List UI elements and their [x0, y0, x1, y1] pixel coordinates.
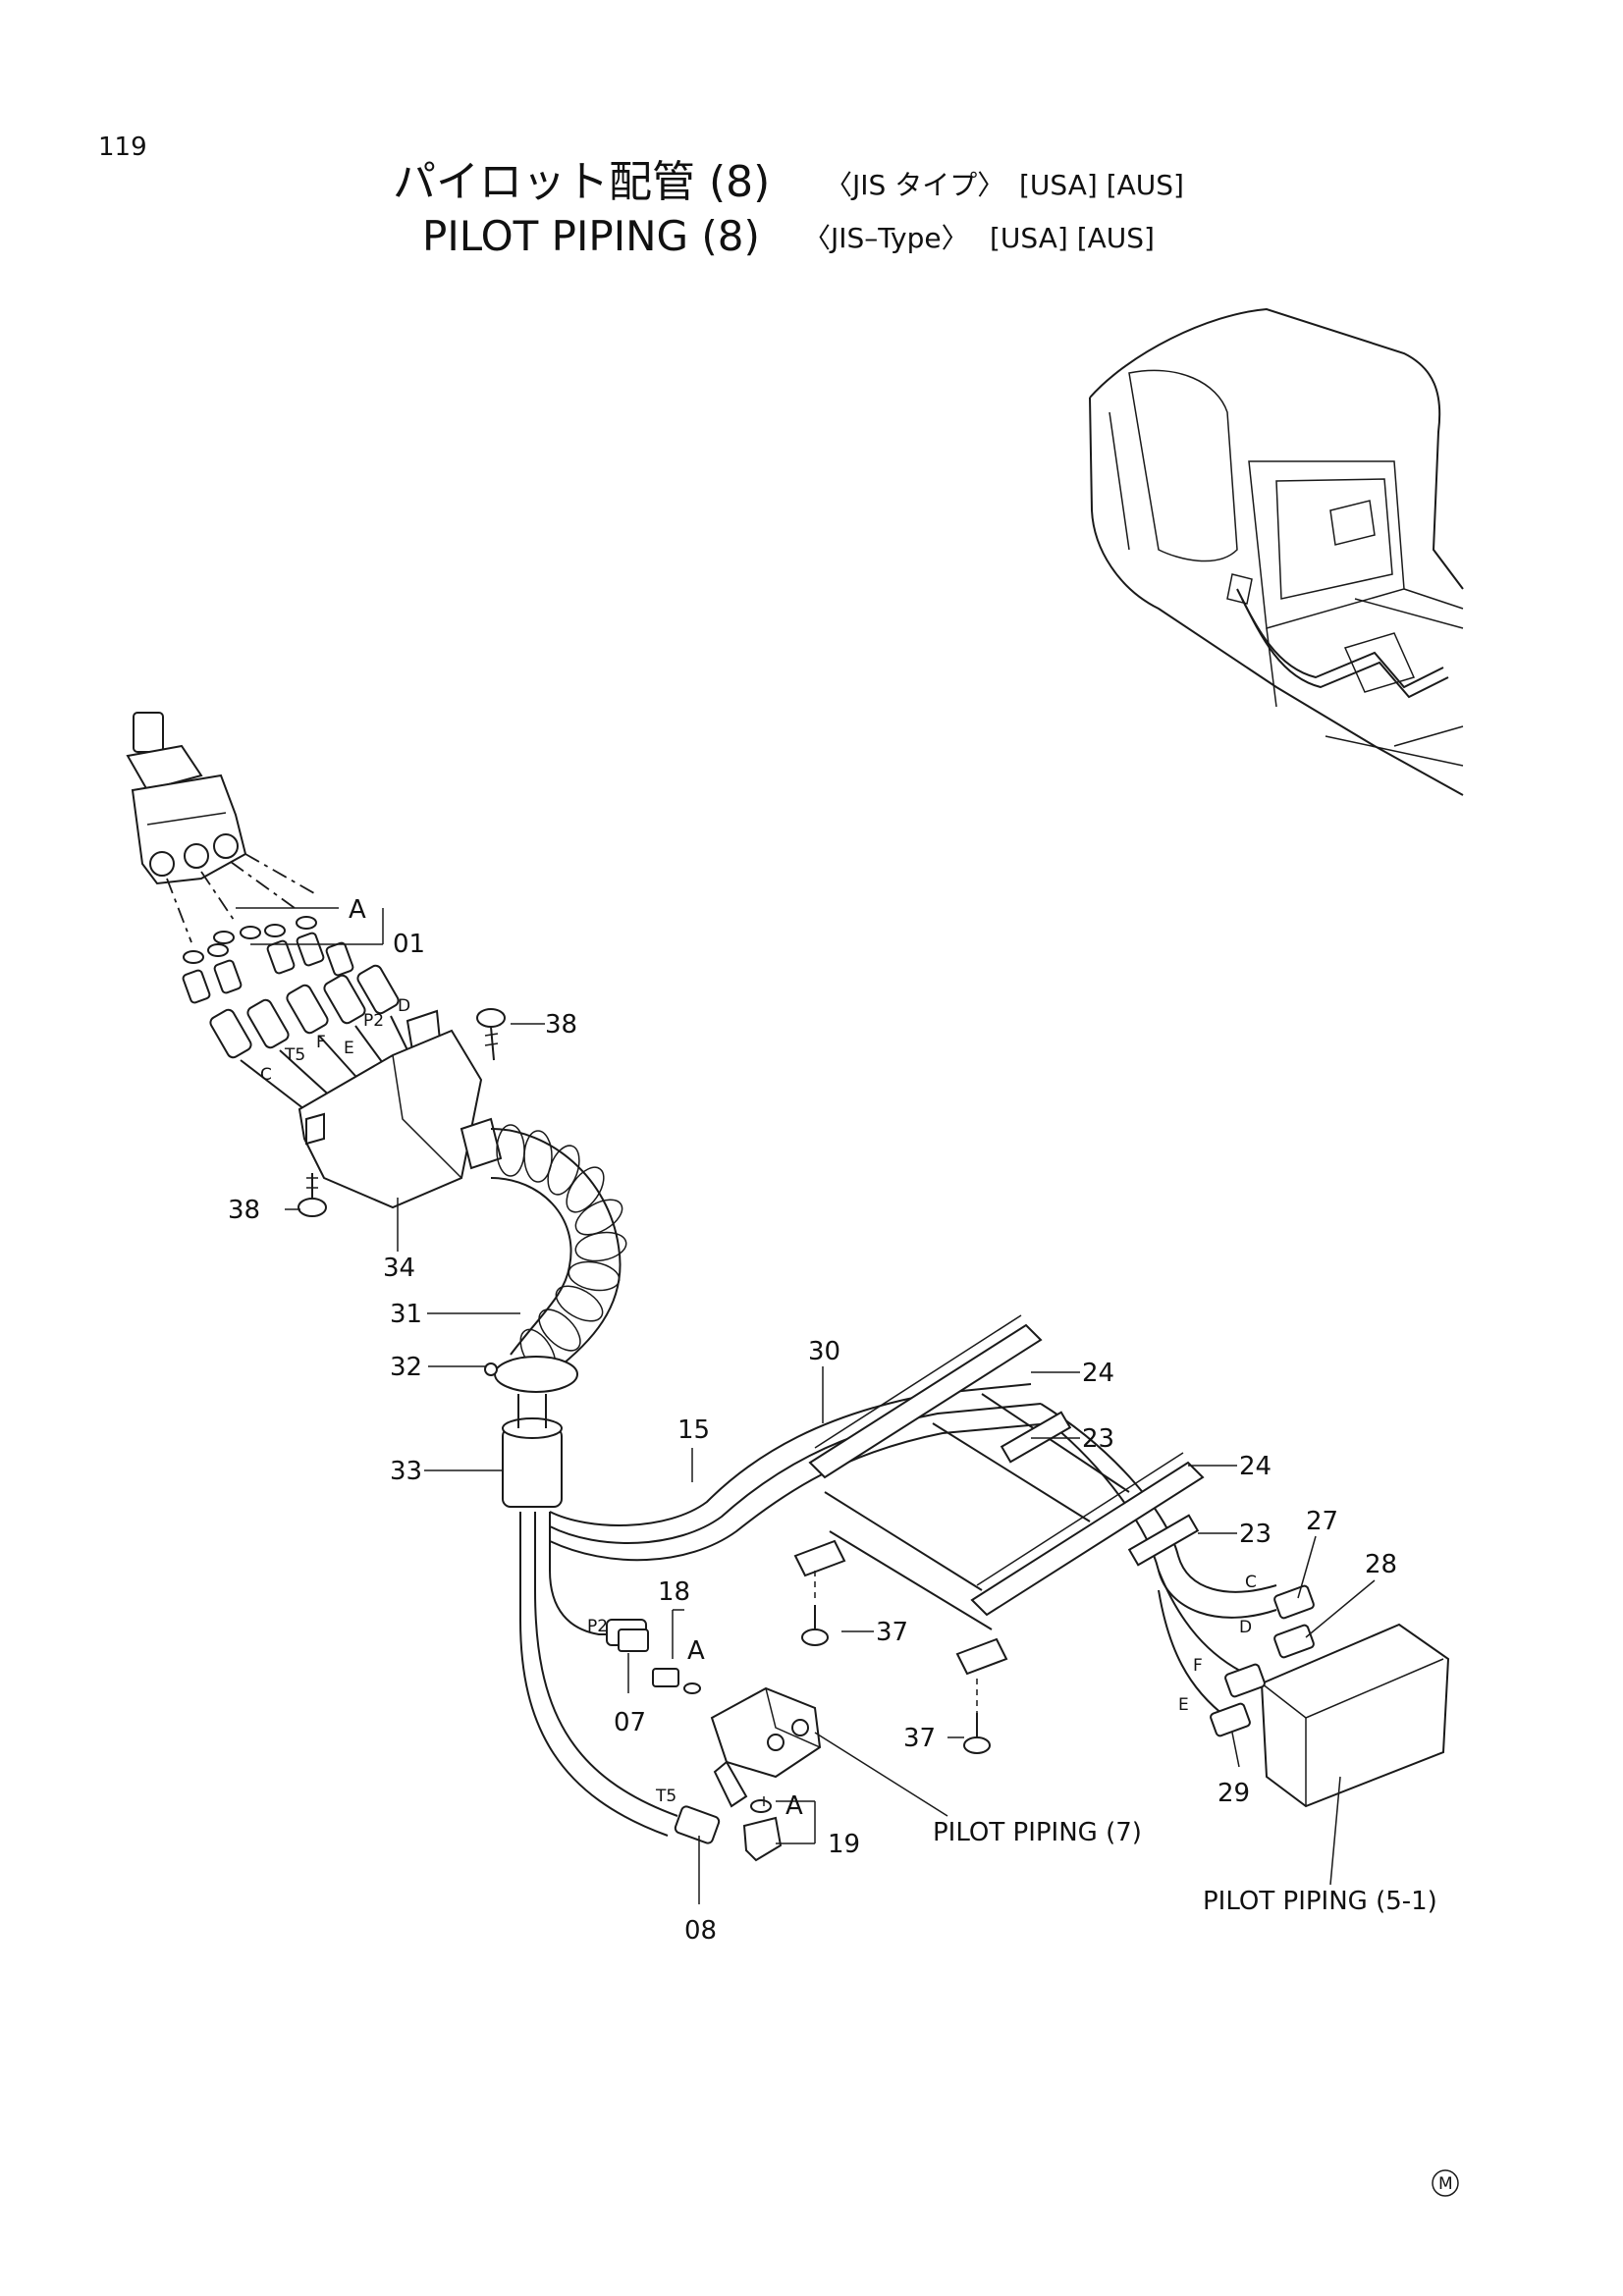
callout-07: 07 — [614, 1708, 646, 1737]
leader-lines — [236, 907, 1376, 1904]
elbow-19 — [742, 1799, 783, 1862]
callout-18: 18 — [658, 1577, 690, 1607]
svg-text:D: D — [1239, 1618, 1252, 1637]
callout-27: 27 — [1306, 1507, 1338, 1536]
fitting-29-e — [1210, 1702, 1251, 1737]
pilot-valve-assembly — [126, 712, 315, 943]
callout-23-lower: 23 — [1239, 1520, 1271, 1549]
callout-31: 31 — [390, 1300, 422, 1329]
callout-29: 29 — [1217, 1779, 1250, 1808]
svg-text:C: C — [1245, 1573, 1257, 1592]
svg-text:P2: P2 — [363, 1011, 384, 1031]
svg-text:F: F — [1193, 1656, 1203, 1676]
reference-pilot-piping-5-1: PILOT PIPING (5-1) — [1203, 1887, 1437, 1916]
bolt-38-lower — [298, 1173, 327, 1217]
bolt-37-lower — [963, 1679, 991, 1754]
callout-24-lower: 24 — [1239, 1452, 1271, 1481]
callout-32: 32 — [390, 1353, 422, 1382]
callout-19: 19 — [828, 1830, 860, 1859]
fitting-08 — [674, 1805, 721, 1844]
callout-30: 30 — [808, 1337, 840, 1366]
callout-01: 01 — [393, 930, 425, 959]
svg-text:パイロット配管 (8): パイロット配管 (8) — [393, 157, 770, 207]
svg-text:〈JIS–Type〉: 〈JIS–Type〉 — [803, 222, 969, 254]
svg-text:E: E — [1178, 1695, 1189, 1715]
cab-overview-illustration — [1089, 307, 1464, 796]
valve-box-5-1 — [1260, 1623, 1450, 1808]
callout-28: 28 — [1365, 1550, 1397, 1579]
bracket-34 — [298, 1029, 483, 1209]
footer-mark: M — [1432, 2169, 1459, 2197]
fitting-27 — [1273, 1584, 1315, 1620]
title-english: PILOT PIPING (8) 〈JIS–Type〉 [USA] [AUS] — [422, 212, 1155, 260]
callout-24-upper: 24 — [1082, 1359, 1114, 1388]
page-number: 119 — [98, 133, 147, 162]
frame-assembly — [793, 1314, 1205, 1676]
callout-15: 15 — [677, 1415, 710, 1445]
svg-text:[USA] [AUS]: [USA] [AUS] — [990, 222, 1155, 254]
svg-text:T5: T5 — [655, 1787, 676, 1806]
clamp-32 — [484, 1356, 578, 1393]
svg-text:M: M — [1438, 2174, 1453, 2194]
svg-text:D: D — [398, 996, 410, 1016]
detail-refs: A A A — [349, 895, 803, 1821]
title-japanese: パイロット配管 (8) 〈JIS タイプ〉 [USA] [AUS] — [393, 157, 1184, 207]
fitting-29-f — [1224, 1663, 1266, 1698]
svg-text:F: F — [316, 1033, 326, 1052]
callout-23-upper: 23 — [1082, 1424, 1114, 1454]
lower-hoses — [519, 1512, 678, 1837]
svg-text:C: C — [260, 1065, 272, 1085]
detail-ref-a-top: A — [349, 895, 366, 925]
svg-text:T5: T5 — [284, 1045, 305, 1065]
callout-38-upper: 38 — [545, 1010, 577, 1040]
svg-text:P2: P2 — [587, 1617, 608, 1636]
callout-labels: 01 38 38 34 31 32 33 30 15 24 23 24 23 2… — [228, 930, 1397, 1946]
fitting-18 — [652, 1668, 701, 1694]
svg-text:[USA] [AUS]: [USA] [AUS] — [1019, 169, 1184, 201]
svg-text:PILOT PIPING (8): PILOT PIPING (8) — [422, 212, 760, 260]
grommet-33 — [502, 1394, 563, 1508]
detail-ref-a-mid: A — [687, 1636, 705, 1666]
callout-34: 34 — [383, 1254, 415, 1283]
reference-pilot-piping-7: PILOT PIPING (7) — [933, 1818, 1142, 1847]
callout-08: 08 — [684, 1916, 717, 1946]
callout-37-upper: 37 — [876, 1618, 908, 1647]
fitting-28 — [1273, 1624, 1315, 1659]
callout-37-lower: 37 — [903, 1724, 936, 1753]
port-letters: T5 C F E P2 D P2 T5 C D F E — [260, 996, 1257, 1806]
bolt-38-upper — [476, 1008, 506, 1061]
pilot-block-7 — [710, 1686, 822, 1808]
bolt-37-upper — [801, 1571, 829, 1646]
fitting-07 — [606, 1619, 649, 1652]
svg-text:E: E — [344, 1039, 354, 1058]
detail-ref-a-low: A — [785, 1791, 803, 1821]
callout-33: 33 — [390, 1457, 422, 1486]
bellows-hose-31 — [460, 1117, 627, 1377]
callout-38-lower: 38 — [228, 1196, 260, 1225]
svg-text:〈JIS タイプ〉: 〈JIS タイプ〉 — [825, 169, 1004, 201]
